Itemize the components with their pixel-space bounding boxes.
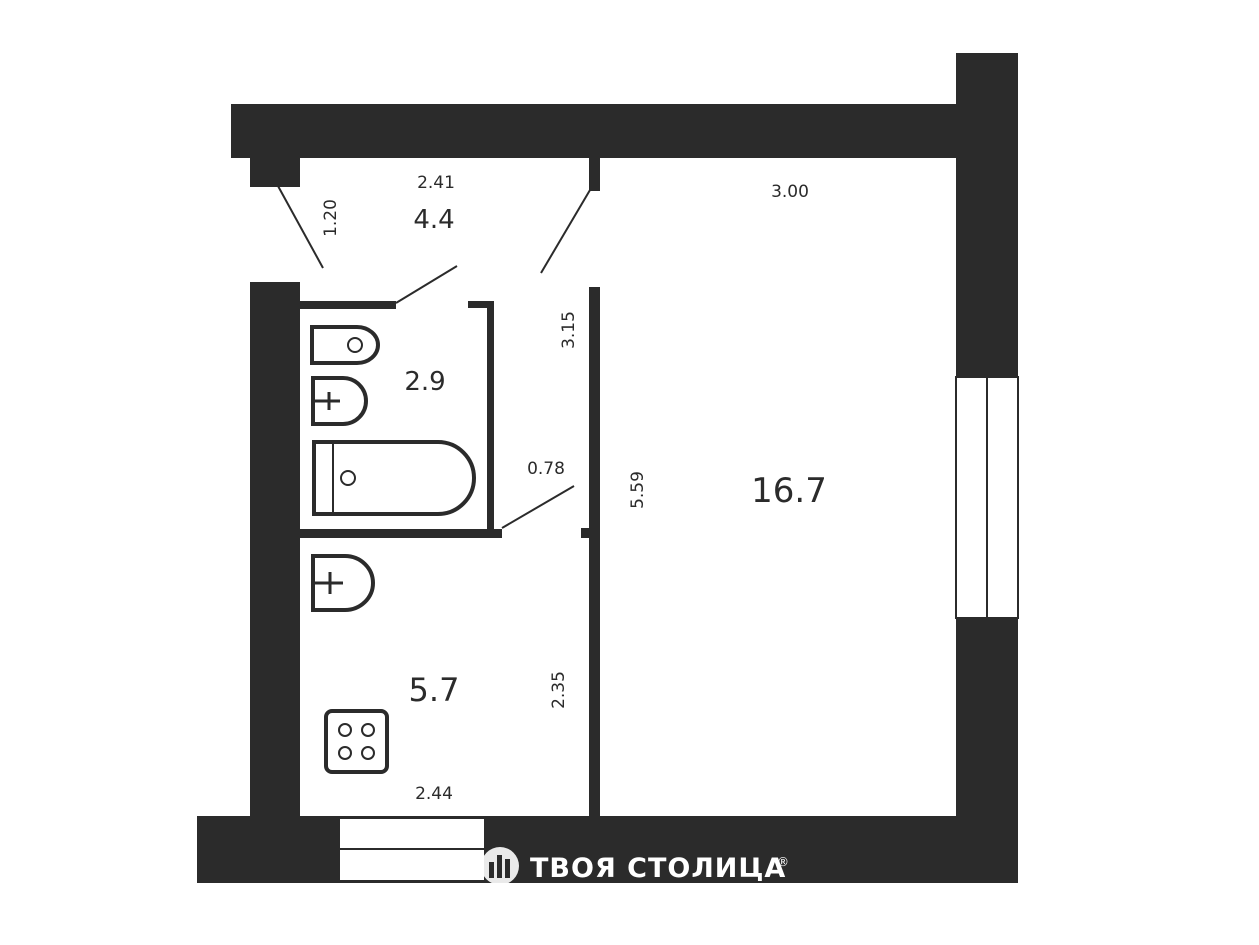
top-left-wall-stub (250, 150, 300, 187)
kitchen-length-dimension: 2.35 (549, 671, 569, 709)
watermark-logo-icon (481, 847, 519, 885)
bathroom-top-wall (300, 301, 396, 309)
living-room-area: 16.7 (751, 471, 827, 511)
kitchen-door-stop (581, 528, 590, 538)
living-left-wall (589, 287, 600, 818)
living-length-dimension: 5.59 (628, 471, 648, 509)
kitchen-door-line (501, 485, 575, 529)
top-wall (231, 104, 1018, 158)
kitchen-sink-icon (311, 554, 375, 612)
bottom-wall (197, 816, 1018, 883)
right-window (955, 376, 1019, 619)
entrance-door-line (277, 185, 324, 269)
living-left-wall-stub (589, 158, 600, 191)
toilet-icon (310, 325, 380, 365)
hall-width-dimension: 2.41 (417, 173, 455, 193)
stove-icon (324, 709, 389, 774)
right-wall-upper (956, 53, 1018, 377)
right-wall-lower (956, 618, 1018, 818)
corridor-length-dimension: 3.15 (559, 311, 579, 349)
bathroom-right-wall-cap (468, 301, 494, 308)
walls (197, 53, 1018, 883)
watermark-registered-mark: ® (777, 855, 789, 869)
kitchen-width-dimension: 2.44 (415, 784, 453, 804)
kitchen-area: 5.7 (409, 671, 460, 709)
bathroom-area: 2.9 (404, 367, 445, 397)
living-door-line (540, 189, 591, 274)
sink-icon (311, 376, 368, 426)
bathtub-icon (312, 440, 476, 516)
watermark-text: ТВОЯ СТОЛИЦА (530, 853, 786, 884)
left-wall (250, 282, 300, 822)
living-width-dimension: 3.00 (771, 182, 809, 202)
bathroom-right-wall (487, 301, 494, 537)
hall-depth-dimension: 1.20 (321, 199, 341, 237)
bottom-window (338, 817, 486, 882)
hall-area: 4.4 (413, 205, 454, 235)
corridor-width-dimension: 0.78 (527, 459, 565, 479)
bathroom-door-line (395, 265, 458, 304)
bathroom-bottom-wall (300, 529, 502, 538)
door-lines (277, 185, 591, 529)
